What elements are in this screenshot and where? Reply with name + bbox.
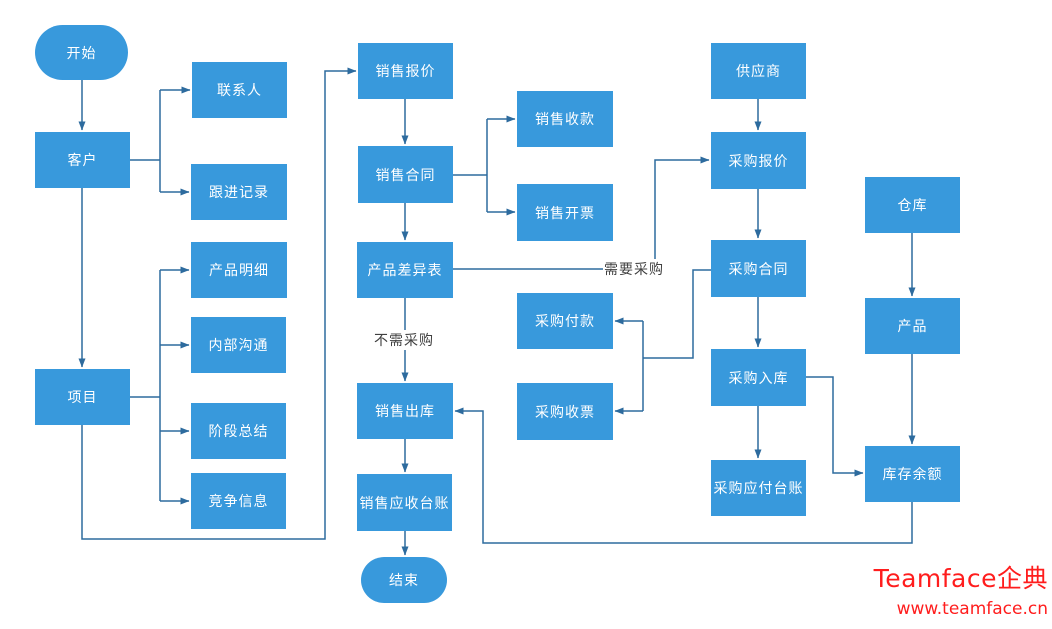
node-label: 销售开票	[535, 205, 595, 222]
node-competition-info[interactable]: 竞争信息	[191, 473, 286, 529]
node-label: 联系人	[217, 83, 262, 99]
node-follow-up-record[interactable]: 跟进记录	[191, 164, 287, 220]
node-sales-invoice[interactable]: 销售开票	[517, 184, 613, 241]
node-start[interactable]: 开始	[35, 25, 128, 80]
node-purchase-contract[interactable]: 采购合同	[711, 240, 806, 297]
node-label: 销售合同	[375, 167, 436, 184]
node-label: 产品差异表	[367, 263, 443, 279]
edge-label-no-purchase-needed: 不需采购	[373, 330, 435, 350]
node-label: 项目	[67, 390, 98, 406]
node-purchase-receipt-note[interactable]: 采购收票	[517, 383, 613, 440]
node-label: 内部沟通	[208, 338, 269, 354]
node-purchase-payment[interactable]: 采购付款	[517, 293, 613, 349]
node-sales-contract[interactable]: 销售合同	[358, 146, 453, 203]
brand-logo-text: Teamface企典	[873, 564, 1048, 593]
node-product-diff-table[interactable]: 产品差异表	[357, 242, 453, 298]
node-label: 开始	[66, 45, 97, 62]
node-label: 采购合同	[728, 261, 789, 278]
node-supplier[interactable]: 供应商	[711, 43, 806, 99]
node-customer[interactable]: 客户	[35, 132, 130, 188]
node-label: 竞争信息	[208, 494, 269, 510]
node-sales-receipt[interactable]: 销售收款	[517, 91, 613, 147]
node-product[interactable]: 产品	[865, 298, 960, 354]
edge-label-need-purchase: 需要采购	[603, 259, 665, 279]
node-label: 销售出库	[375, 404, 435, 420]
node-label: 结束	[389, 573, 419, 589]
node-stage-summary[interactable]: 阶段总结	[191, 403, 286, 459]
node-warehouse[interactable]: 仓库	[865, 177, 960, 233]
node-product-detail[interactable]: 产品明细	[191, 242, 287, 298]
brand-url-text: www.teamface.cn	[896, 599, 1048, 620]
node-label: 销售报价	[375, 64, 436, 80]
node-label: 产品	[897, 319, 928, 335]
node-label: 供应商	[736, 64, 781, 80]
node-contacts[interactable]: 联系人	[192, 62, 287, 118]
node-label: 销售收款	[535, 112, 595, 128]
node-sales-quote[interactable]: 销售报价	[358, 43, 453, 99]
node-end[interactable]: 结束	[361, 557, 447, 603]
node-label: 采购报价	[728, 153, 789, 170]
node-purchase-quote[interactable]: 采购报价	[711, 132, 806, 189]
node-label: 跟进记录	[209, 185, 269, 201]
node-sales-receivable-ledger[interactable]: 销售应收台账	[357, 474, 452, 531]
node-purchase-inbound[interactable]: 采购入库	[711, 349, 806, 406]
node-purchase-payable-ledger[interactable]: 采购应付台账	[711, 460, 806, 516]
node-label: 库存余额	[882, 467, 943, 483]
node-label: 采购入库	[728, 370, 789, 387]
node-sales-outbound[interactable]: 销售出库	[357, 383, 453, 439]
node-label: 阶段总结	[208, 424, 269, 440]
node-label: 采购应付台账	[713, 481, 804, 497]
node-inventory-balance[interactable]: 库存余额	[865, 446, 960, 502]
node-label: 采购收票	[535, 404, 595, 421]
node-project[interactable]: 项目	[35, 369, 130, 425]
node-label: 销售应收台账	[359, 495, 450, 512]
node-label: 仓库	[897, 198, 928, 214]
node-label: 客户	[67, 153, 98, 169]
node-label: 采购付款	[535, 314, 595, 330]
node-label: 产品明细	[209, 263, 269, 279]
node-internal-comm[interactable]: 内部沟通	[191, 317, 286, 373]
brand-watermark: Teamface企典 www.teamface.cn	[874, 563, 1048, 621]
connector-purchase-contract-branch-trunk	[643, 269, 711, 359]
connector-purchase-inbound-to-inventory	[806, 376, 864, 477]
